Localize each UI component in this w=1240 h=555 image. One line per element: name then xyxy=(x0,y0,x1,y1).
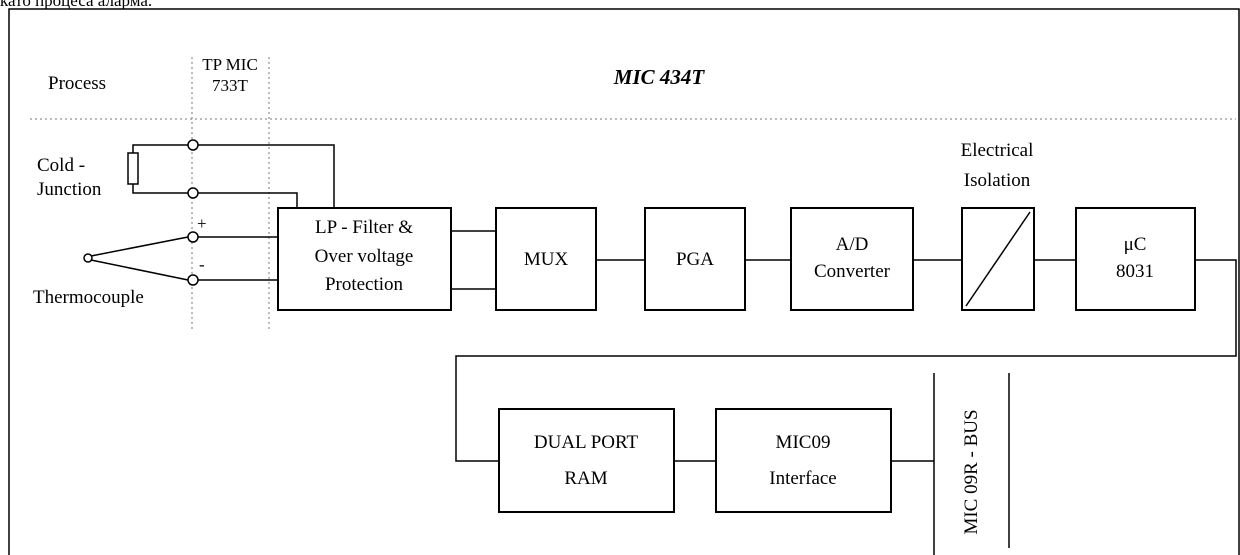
dual-port-ram-label-line2: RAM xyxy=(564,468,607,489)
isolation-label-line2: Isolation xyxy=(964,170,1031,191)
terminal-thermocouple-minus xyxy=(187,274,199,286)
filter-label-line1: LP - Filter & xyxy=(315,217,413,238)
dual-port-ram-label-line1: DUAL PORT xyxy=(534,432,639,453)
isolation-label-line1: Electrical xyxy=(961,140,1034,161)
cold-junction-line-to-filter-b xyxy=(198,192,298,208)
tp-mic-label-line1: TP MIC xyxy=(202,55,258,74)
cold-junction-resistor xyxy=(127,152,139,185)
pga-label: PGA xyxy=(676,249,714,270)
mux-label: MUX xyxy=(524,249,569,270)
thermocouple-label: Thermocouple xyxy=(33,287,144,308)
mic09-interface-block xyxy=(715,408,892,513)
cold-junction-wire-bottom xyxy=(132,184,188,194)
adc-label-line1: A/D xyxy=(836,234,869,255)
cold-junction-label-line1: Cold - xyxy=(37,155,85,176)
adc-block xyxy=(790,207,914,311)
terminal-thermocouple-plus xyxy=(187,231,199,243)
uc-label-line2: 8031 xyxy=(1116,261,1154,282)
cold-junction-line-to-filter-a xyxy=(198,144,335,208)
pga-block xyxy=(644,207,746,311)
cold-junction-label-line2: Junction xyxy=(37,179,102,200)
uc-label-line1: μC xyxy=(1124,234,1147,255)
thermocouple-wire-minus xyxy=(90,259,189,281)
bus-label: MIC 09R - BUS xyxy=(961,409,982,534)
preceding-text-fragment: като процеса аларма. xyxy=(0,0,153,10)
uc-to-ram-connection xyxy=(455,259,1237,462)
dual-port-ram-block xyxy=(498,408,675,513)
cold-junction-wire-top xyxy=(132,144,188,153)
filter-label-line3: Protection xyxy=(325,274,404,295)
mic09-interface-label-line1: MIC09 xyxy=(776,432,831,453)
mux-block xyxy=(495,207,597,311)
terminal-cold-junction-bottom xyxy=(187,187,199,199)
filter-label-line2: Over voltage xyxy=(315,246,414,267)
filter-block xyxy=(277,207,452,311)
outer-frame xyxy=(8,8,1240,555)
isolation-diagonal xyxy=(965,211,1031,307)
uc-block xyxy=(1075,207,1196,311)
thermocouple-wire-plus xyxy=(90,236,189,257)
plus-sign: + xyxy=(197,214,207,233)
minus-sign: - xyxy=(199,255,205,274)
mic09-interface-label-line2: Interface xyxy=(769,468,837,489)
tp-mic-label-line2: 733T xyxy=(212,76,249,95)
terminal-cold-junction-top xyxy=(187,139,199,151)
process-label: Process xyxy=(48,73,106,94)
thermocouple-junction xyxy=(83,253,93,263)
module-title: MIC 434T xyxy=(613,65,706,89)
adc-label-line2: Converter xyxy=(814,261,891,282)
